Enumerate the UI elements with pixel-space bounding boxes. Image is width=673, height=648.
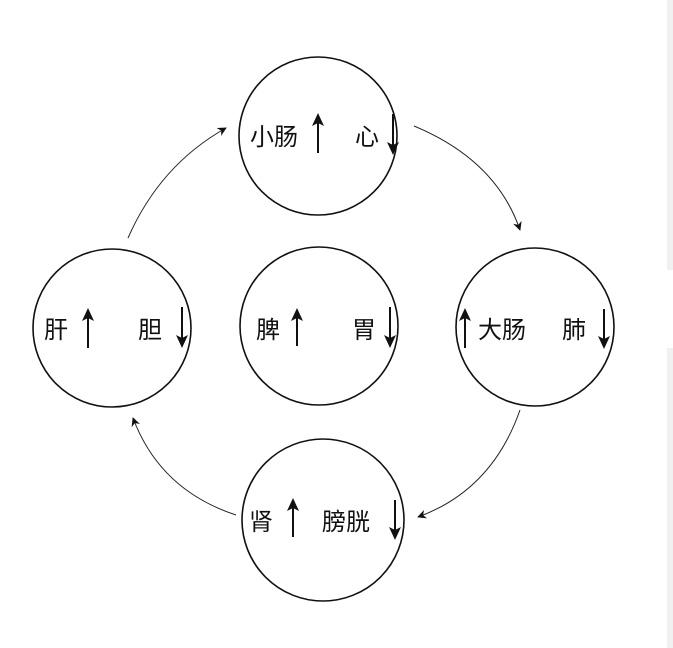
node-left-left-label: 肝: [44, 316, 68, 344]
node-top-right-label: 心: [355, 123, 379, 151]
edge-left-to-top: [127, 127, 227, 239]
node-center: 脾 胃: [239, 246, 399, 406]
edge-bottom-to-left: [131, 417, 237, 516]
up-arrow-icon: [82, 308, 94, 348]
node-right-left-label: 大肠: [478, 316, 526, 344]
scrollbar-track: [667, 0, 673, 648]
up-arrow-icon: [287, 498, 299, 537]
node-top-left-label: 小肠: [250, 123, 298, 151]
node-center-left-label: 脾: [256, 316, 280, 344]
node-bottom: 肾 膀胱: [241, 438, 405, 602]
node-top: 小肠 心: [238, 56, 399, 216]
node-left: 肝 胆: [32, 248, 192, 408]
node-right: 大肠 肺: [455, 247, 615, 407]
down-arrow-icon: [384, 307, 396, 348]
down-arrow-icon: [387, 114, 399, 155]
down-arrow-icon: [176, 307, 188, 348]
edge-right-to-bottom: [417, 409, 521, 519]
down-arrow-icon: [598, 309, 610, 349]
node-right-circle: [455, 247, 615, 407]
node-center-right-label: 胃: [352, 316, 376, 344]
node-right-right-label: 肺: [562, 316, 586, 344]
node-left-circle: [32, 248, 192, 408]
up-arrow-icon: [312, 113, 324, 153]
node-bottom-right-label: 膀胱: [322, 508, 370, 536]
node-bottom-circle: [241, 438, 405, 602]
node-bottom-left-label: 肾: [249, 508, 273, 536]
edge-top-to-right: [413, 125, 522, 231]
node-left-right-label: 胆: [138, 316, 162, 344]
up-arrow-icon: [459, 308, 471, 348]
node-center-circle: [239, 246, 399, 406]
down-arrow-icon: [389, 500, 401, 540]
up-arrow-icon: [291, 308, 303, 346]
